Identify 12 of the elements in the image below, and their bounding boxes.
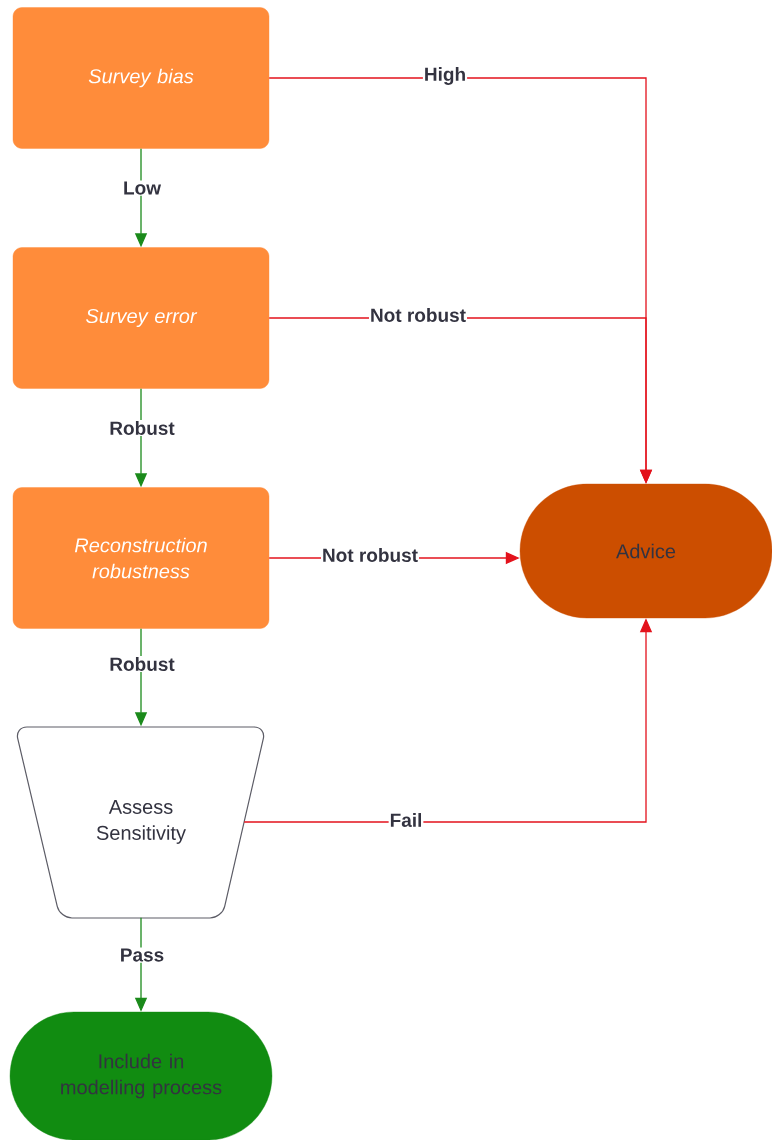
edge-label: Robust bbox=[108, 420, 176, 436]
edge-label: Low bbox=[122, 180, 162, 196]
edge-label: Fail bbox=[388, 812, 424, 828]
process-box: Survey bias bbox=[12, 7, 270, 149]
edge-label: Robust bbox=[108, 656, 176, 672]
edge-label: Not robust bbox=[369, 307, 467, 323]
process-box: Survey error bbox=[12, 247, 270, 389]
edge-label: High bbox=[422, 66, 468, 86]
edge-label: Pass bbox=[118, 947, 166, 963]
trapezoid-box: Assess Sensitivity bbox=[16, 726, 265, 919]
process-box: Reconstruction robustness bbox=[12, 487, 270, 629]
edge-label: Not robust bbox=[321, 547, 419, 563]
